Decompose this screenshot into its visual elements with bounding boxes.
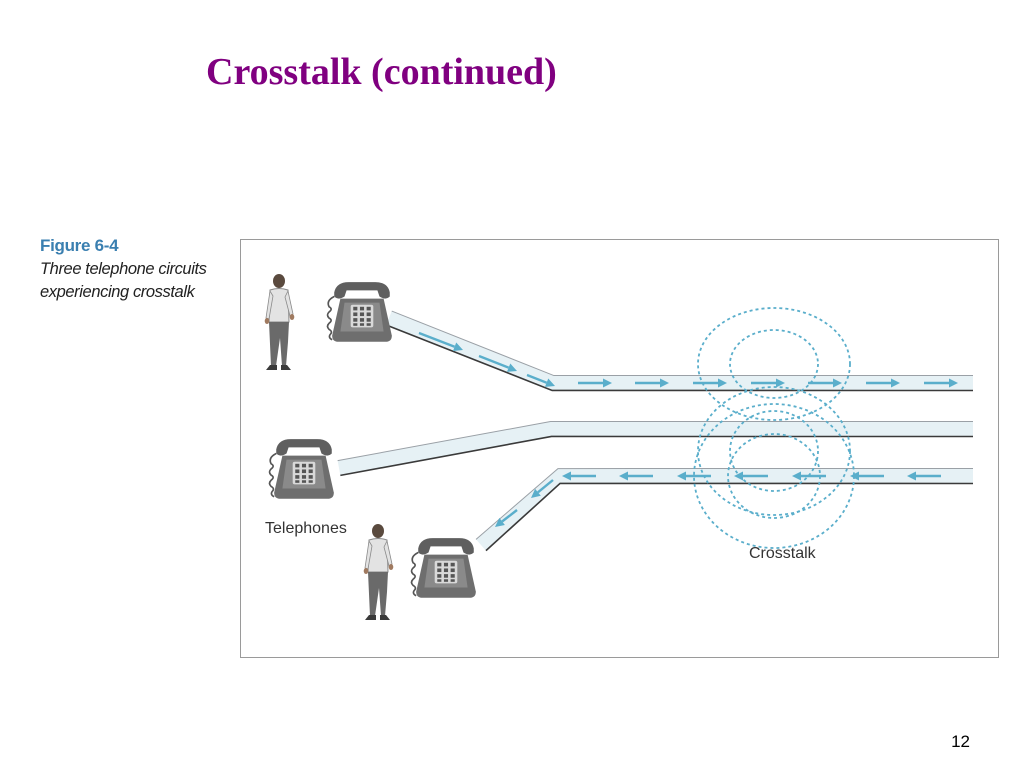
circuit-edge	[485, 482, 974, 552]
crosstalk-rings	[693, 307, 855, 549]
signal-arrow	[562, 471, 596, 481]
arrow-head	[506, 363, 517, 372]
telephone-icon	[410, 537, 477, 599]
circuit-lines	[337, 310, 974, 552]
circuit-edge	[385, 324, 974, 392]
arrow-head	[452, 342, 463, 351]
circuit-edge	[337, 421, 974, 462]
figure-frame: Telephones Crosstalk	[240, 239, 999, 658]
circuit-edge	[475, 468, 974, 540]
arrow-head	[660, 378, 669, 388]
circuit-edge	[391, 310, 974, 377]
arrow-shaft	[537, 479, 554, 494]
arrow-head	[562, 471, 571, 481]
signal-arrow	[635, 378, 669, 388]
caption-line-1: Three telephone circuits	[40, 260, 207, 278]
telephone-icon	[326, 281, 393, 343]
circuit-edge	[340, 435, 974, 477]
crosstalk-ring	[697, 386, 851, 516]
arrow-shaft	[501, 509, 518, 523]
signal-arrow	[578, 378, 612, 388]
figure-caption-text: Three telephone circuits experiencing cr…	[40, 258, 230, 304]
figure-number: Figure 6-4	[40, 236, 119, 255]
arrow-shaft	[418, 331, 456, 348]
signal-arrow	[526, 373, 555, 387]
arrow-head	[907, 471, 916, 481]
signal-arrows	[418, 331, 958, 527]
arrow-head	[619, 471, 628, 481]
arrow-head	[949, 378, 958, 388]
signal-arrow	[866, 378, 900, 388]
crosstalk-ring	[697, 307, 851, 421]
circuit-strip	[386, 311, 973, 391]
signal-arrow	[808, 378, 842, 388]
signal-arrow	[478, 354, 517, 372]
crosstalk-ring	[693, 403, 855, 549]
figure-caption: Figure 6-4 Three telephone circuits expe…	[40, 236, 230, 304]
signal-arrow	[495, 509, 518, 527]
signal-arrow	[693, 378, 727, 388]
signal-arrow	[792, 471, 826, 481]
crosstalk-diagram: Telephones Crosstalk	[264, 273, 974, 621]
telephone-icon	[268, 438, 335, 500]
arrow-head	[718, 378, 727, 388]
person-icon	[264, 273, 295, 371]
circuit-strip	[337, 421, 973, 476]
signal-arrow	[619, 471, 653, 481]
arrow-head	[833, 378, 842, 388]
arrow-head	[891, 378, 900, 388]
signal-arrow	[677, 471, 711, 481]
arrow-head	[531, 488, 541, 498]
signal-arrow	[531, 479, 554, 498]
crosstalk-ring	[729, 410, 819, 492]
page-number: 12	[951, 732, 970, 751]
person-icon	[363, 523, 394, 621]
crosstalk-ring	[727, 433, 821, 519]
arrow-head	[495, 517, 505, 527]
arrow-head	[792, 471, 801, 481]
telephones-label: Telephones	[265, 520, 347, 537]
arrow-shaft	[478, 354, 510, 369]
slide-title: Crosstalk (continued)	[206, 51, 557, 93]
arrow-head	[776, 378, 785, 388]
arrow-head	[603, 378, 612, 388]
crosstalk-label: Crosstalk	[749, 545, 817, 562]
caption-line-2: experiencing crosstalk	[40, 283, 195, 301]
signal-arrow	[907, 471, 941, 481]
arrow-head	[677, 471, 686, 481]
crosstalk-ring	[729, 329, 819, 399]
signal-arrow	[751, 378, 785, 388]
arrow-head	[544, 378, 555, 387]
signal-arrow	[924, 378, 958, 388]
arrow-shaft	[526, 373, 548, 384]
signal-arrow	[418, 331, 463, 351]
